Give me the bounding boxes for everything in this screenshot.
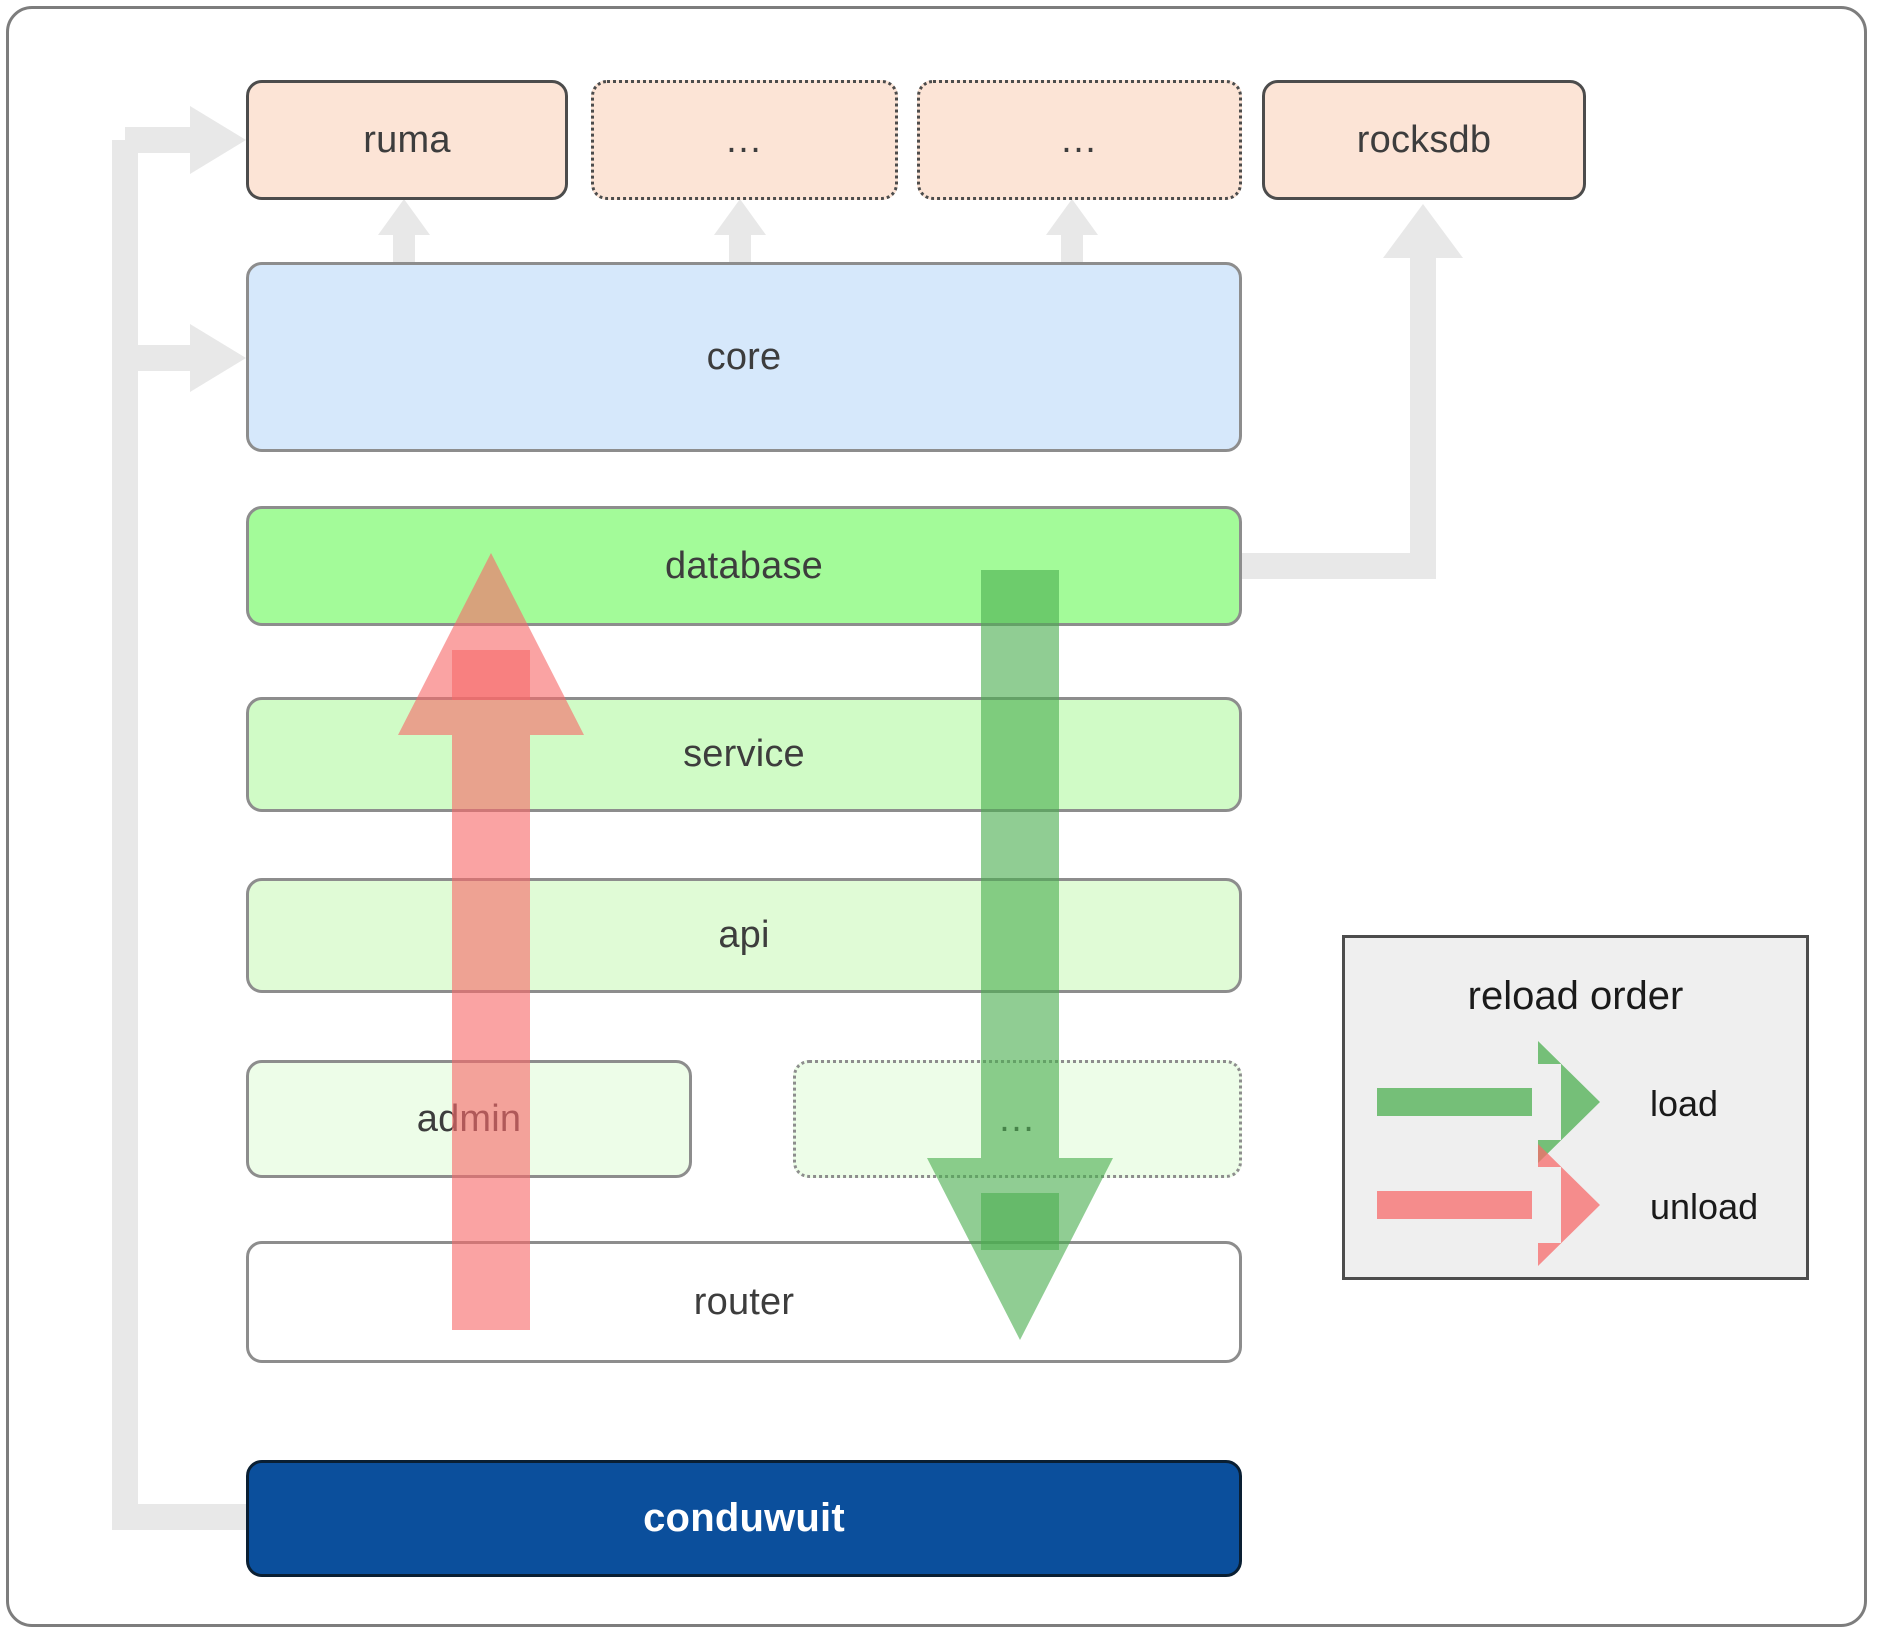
node-dots-1[interactable]: … (591, 80, 898, 200)
node-conduwuit-label: conduwuit (643, 1496, 845, 1540)
node-rocksdb-label: rocksdb (1356, 118, 1492, 161)
arrowhead-core-to-dots1 (714, 199, 766, 235)
node-core-label: core (706, 335, 782, 378)
node-router-label: router (693, 1280, 795, 1323)
node-ruma-label: ruma (363, 118, 451, 161)
arrowhead-database-to-rocksdb (1383, 204, 1463, 258)
legend-arrow-layer (1377, 1041, 1600, 1266)
legend-load-arrow-icon (1377, 1041, 1600, 1163)
node-admin-label: admin (416, 1097, 522, 1140)
node-rocksdb[interactable]: rocksdb (1262, 80, 1586, 200)
node-core[interactable]: core (246, 262, 1242, 452)
node-dots-2[interactable]: … (917, 80, 1242, 200)
node-conduwuit[interactable]: conduwuit (246, 1460, 1242, 1577)
node-api[interactable]: api (246, 878, 1242, 993)
legend-label-load: load (1650, 1083, 1719, 1124)
legend-title: reload order (1467, 974, 1684, 1018)
arrowhead-trunk-to-core (190, 324, 246, 392)
node-ruma[interactable]: ruma (246, 80, 568, 200)
connector-conduwuit-trunk (112, 140, 247, 1530)
node-more-dots[interactable]: … (793, 1060, 1242, 1178)
node-dots-2-label: … (1059, 119, 1100, 161)
node-dots-1-label: … (724, 119, 765, 161)
node-database-label: database (665, 544, 823, 587)
legend-panel: reload order load unload (1342, 935, 1809, 1280)
connector-database-to-rocksdb (1240, 250, 1436, 579)
node-service[interactable]: service (246, 697, 1242, 812)
legend-unload-arrow-icon (1377, 1144, 1600, 1266)
legend-label-unload: unload (1650, 1186, 1759, 1227)
node-service-label: service (683, 733, 805, 775)
node-database[interactable]: database (246, 506, 1242, 626)
arrowhead-core-to-ruma (378, 199, 430, 235)
node-api-label: api (718, 914, 770, 956)
arrowhead-trunk-to-ruma (190, 106, 246, 174)
node-admin[interactable]: admin (246, 1060, 692, 1178)
node-router[interactable]: router (246, 1241, 1242, 1363)
node-more-dots-label: … (997, 1098, 1038, 1140)
arrowhead-core-to-dots2 (1046, 199, 1098, 235)
